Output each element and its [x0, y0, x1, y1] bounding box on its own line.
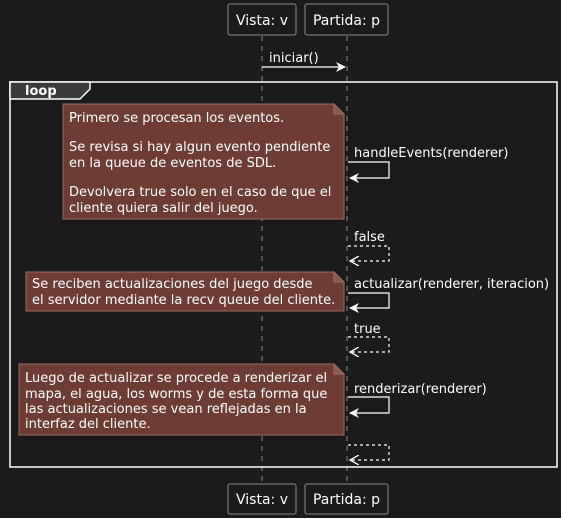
participant-vista-bottom: Vista: v [227, 483, 297, 515]
message-renderizar-label: renderizar(renderer) [354, 382, 487, 397]
message-actualizar-label: actualizar(renderer, iteracion) [354, 277, 549, 292]
participant-partida-top: Partida: p [304, 3, 389, 36]
note-actualizaciones-line-2: el servidor mediante la recv queue del c… [32, 293, 335, 308]
note-renderizado-line-4: interfaz del cliente. [25, 417, 151, 432]
message-handle-events: handleEvents(renderer) [348, 146, 508, 183]
note-eventos-line-6: Devolvera true solo en el caso de que el [69, 185, 331, 200]
note-eventos: Primero se procesan los eventos. Se revi… [62, 102, 346, 220]
message-handle-events-label: handleEvents(renderer) [354, 146, 508, 161]
message-return-true-label: true [354, 322, 381, 337]
note-eventos-line-4: en la queue de eventos de SDL. [69, 156, 276, 171]
note-actualizaciones-line-1: Se reciben actualizaciones del juego des… [32, 277, 313, 292]
note-eventos-line-1: Primero se procesan los eventos. [69, 111, 284, 126]
message-return-false-label: false [354, 230, 385, 245]
message-iniciar: iniciar() [262, 51, 346, 72]
loop-frame: loop [9, 81, 558, 468]
note-actualizaciones: Se reciben actualizaciones del juego des… [25, 270, 346, 312]
note-renderizado-line-2: mapa, el agua, los worms y de esta forma… [25, 387, 327, 402]
message-return-true: true [348, 322, 390, 352]
participant-partida-bottom-label: Partida: p [313, 492, 380, 508]
participant-vista-top: Vista: v [227, 3, 297, 36]
note-renderizado: Luego de actualizar se procede a renderi… [18, 362, 346, 436]
message-actualizar: actualizar(renderer, iteracion) [348, 277, 549, 313]
message-iniciar-label: iniciar() [269, 51, 319, 66]
note-eventos-line-3: Se revisa si hay algun evento pendiente [69, 140, 330, 155]
participant-partida-label: Partida: p [313, 13, 380, 29]
participant-vista-label: Vista: v [236, 13, 288, 29]
note-eventos-line-7: cliente quiera salir del juego. [69, 201, 258, 216]
participant-vista-bottom-label: Vista: v [236, 492, 288, 508]
message-return-empty [348, 444, 390, 460]
loop-label: loop [25, 84, 57, 99]
message-return-false: false [348, 230, 390, 261]
participant-partida-bottom: Partida: p [304, 483, 389, 515]
note-renderizado-line-1: Luego de actualizar se procede a renderi… [25, 371, 327, 386]
note-renderizado-line-3: las actualizaciones se vean reflejadas e… [25, 402, 307, 417]
message-renderizar: renderizar(renderer) [348, 382, 487, 418]
